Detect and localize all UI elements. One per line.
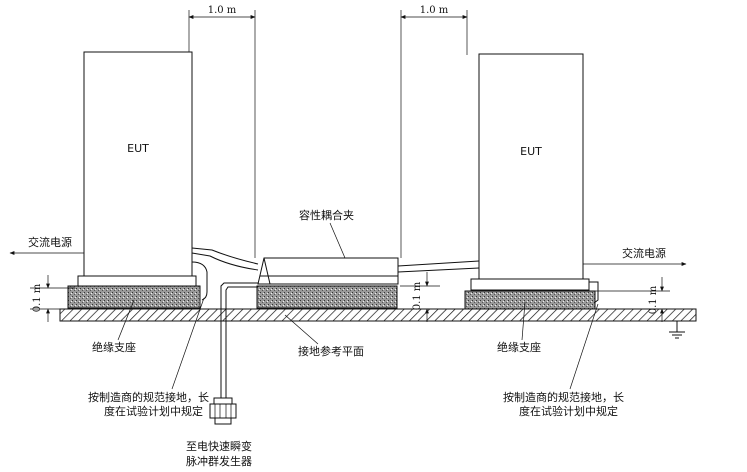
eut-right-box: [478, 53, 584, 280]
cable-clamp-to-right-eut-2: [397, 267, 480, 273]
generator-label-line1: 至电快速瞬变: [186, 439, 252, 453]
eut-left-label: EUT: [127, 142, 149, 155]
insulating-support-right-label: 绝缘支座: [497, 340, 541, 354]
ground-symbol-icon: [669, 321, 685, 339]
insulating-support-right: [464, 290, 596, 310]
grounding-note-right-line2: 度在试验计划中规定: [519, 404, 618, 418]
insulating-support-left: [67, 285, 201, 309]
grounding-note-left-line2: 度在试验计划中规定: [104, 404, 203, 418]
generator-cable-2: [225, 286, 258, 398]
coupling-clamp: [257, 257, 399, 285]
ground-wire-left: [191, 261, 208, 301]
cable-left-eut-to-clamp-1: [191, 247, 259, 265]
insulating-support-left-label: 绝缘支座: [92, 340, 136, 354]
cable-clamp-to-right-eut-1: [397, 260, 480, 267]
cable-left-eut-to-clamp-2: [191, 252, 259, 271]
grounding-note-right-line1: 按制造商的规范接地，长: [503, 390, 624, 404]
insulating-support-middle: [256, 285, 398, 309]
eut-right-label: EUT: [520, 145, 542, 158]
ground-reference-plane-label: 接地参考平面: [298, 344, 364, 358]
generator-label-line2: 脉冲群发生器: [186, 454, 252, 468]
eut-left-base: [77, 275, 197, 287]
generator-cable-1: [220, 282, 258, 398]
eut-left-box: [83, 51, 193, 279]
coupling-clamp-label: 容性耦合夹: [299, 208, 354, 222]
ground-reference-plane: [59, 308, 697, 322]
eut-right-base: [470, 278, 590, 291]
dim-height-middle: 0.1 m: [412, 281, 423, 310]
dim-top-right: 1.0 m: [420, 5, 449, 16]
grounding-note-left-line1: 按制造商的规范接地，长: [88, 390, 209, 404]
dim-top-left: 1.0 m: [208, 5, 237, 16]
ac-power-left-label: 交流电源: [28, 235, 72, 249]
dim-height-left: 0.1 m: [32, 283, 43, 312]
dim-height-right: 0.1 m: [648, 285, 659, 314]
ac-power-right-label: 交流电源: [622, 246, 666, 260]
generator-connector-icon: [209, 397, 237, 425]
